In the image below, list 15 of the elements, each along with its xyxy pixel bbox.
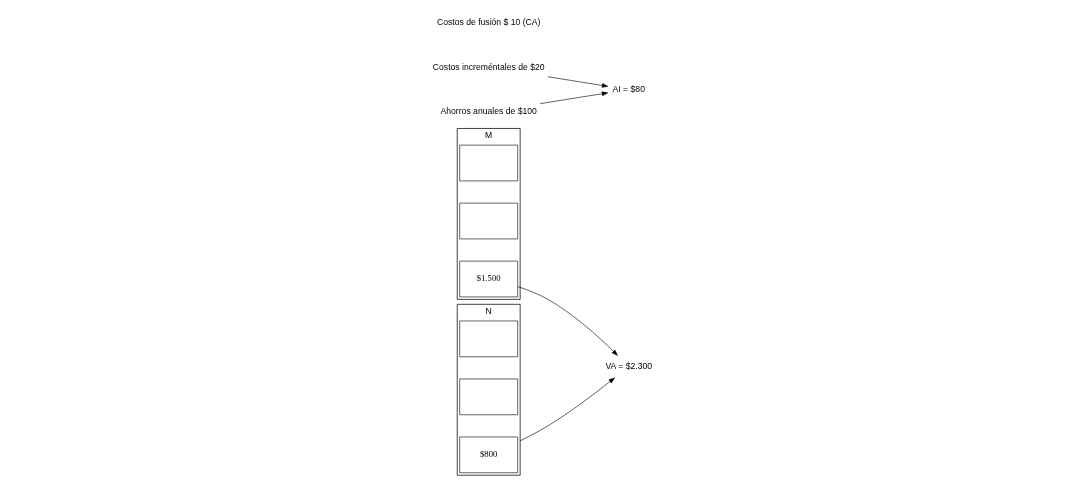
node-text: Costos increméntales de $20 [432,61,545,72]
node-box: $800 [459,436,518,473]
node-text: VA = $2.300 [605,360,653,371]
node-text: Ahorros anuales de $100 [440,105,537,116]
node-box [459,202,518,239]
arrow [519,377,615,441]
arrow [547,75,609,88]
node-box: $1.500 [459,260,518,297]
label: Costos de fusión $ 10 (CA) [436,16,541,27]
node-box [459,144,518,181]
node-box [459,378,518,415]
node-box [459,320,518,357]
arrow [517,285,618,356]
node-text: AI = $80 [612,83,645,94]
arrow [539,91,608,104]
